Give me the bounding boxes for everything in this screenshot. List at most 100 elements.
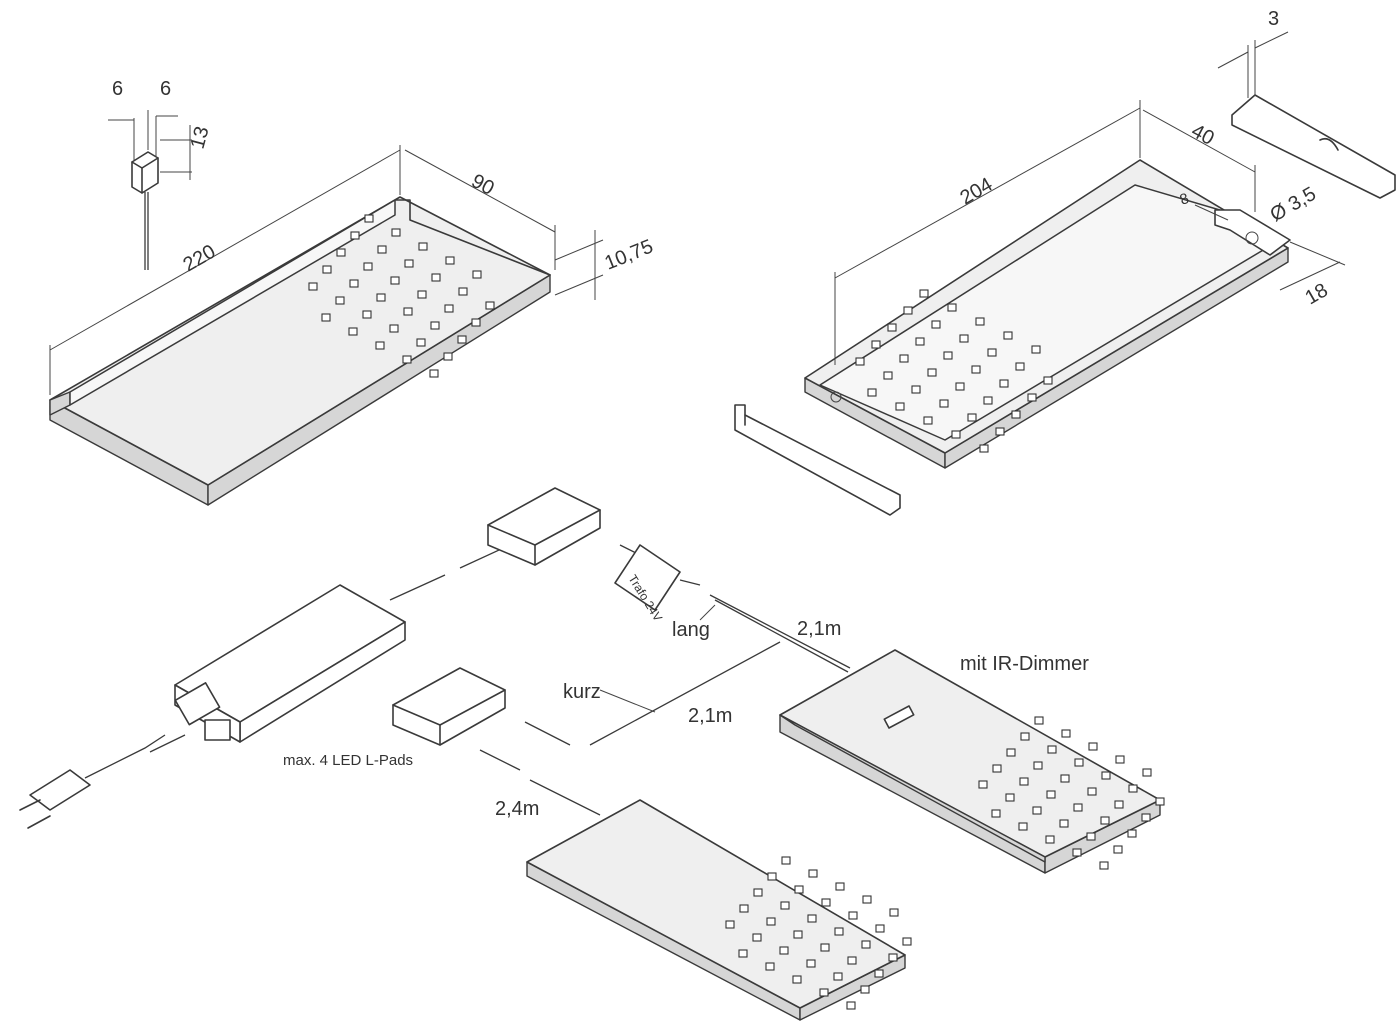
- led-dot: [322, 265, 332, 274]
- led-dot: [391, 228, 401, 237]
- led-dot: [855, 357, 865, 366]
- led-dot: [819, 988, 829, 997]
- transformer-tag: [614, 544, 681, 611]
- led-dot: [1059, 819, 1069, 828]
- led-dot: [846, 1001, 856, 1010]
- led-dot: [364, 214, 374, 223]
- led-dot: [919, 289, 929, 298]
- led-dot: [1034, 716, 1044, 725]
- led-dot: [821, 898, 831, 907]
- led-dot: [363, 262, 373, 271]
- led-dot: [923, 416, 933, 425]
- plug: [19, 734, 166, 829]
- label-max-pads: max. 4 LED L-Pads: [283, 752, 413, 769]
- led-dot: [1015, 362, 1025, 371]
- led-dot: [471, 318, 481, 327]
- power-supply: [174, 584, 406, 743]
- led-dot: [1019, 777, 1029, 786]
- led-dot: [375, 341, 385, 350]
- led-dot: [1047, 745, 1057, 754]
- led-dot: [889, 908, 899, 917]
- led-dot: [875, 924, 885, 933]
- led-dot: [1142, 768, 1152, 777]
- led-dot: [349, 279, 359, 288]
- cables: [149, 544, 851, 816]
- led-dot: [939, 399, 949, 408]
- led-dot: [874, 969, 884, 978]
- dim-clip-width-left: 6: [112, 78, 123, 100]
- led-dot: [472, 270, 482, 279]
- led-dot: [883, 371, 893, 380]
- led-dot: [808, 869, 818, 878]
- led-dot: [350, 231, 360, 240]
- led-dot: [1128, 784, 1138, 793]
- led-dot: [1127, 829, 1137, 838]
- led-dot: [975, 317, 985, 326]
- led-dot: [765, 962, 775, 971]
- led-dot: [999, 379, 1009, 388]
- dimension-lines-right: [834, 100, 1346, 365]
- led-dot: [429, 369, 439, 378]
- led-dot: [888, 953, 898, 962]
- led-dot: [779, 946, 789, 955]
- led-dot: [902, 937, 912, 946]
- dim-edge-depth: 18: [1302, 279, 1332, 309]
- pad-with-ir-dimmer: [779, 649, 1165, 874]
- label-length-third: 2,4m: [495, 798, 539, 820]
- led-dot: [1006, 748, 1016, 757]
- led-dot: [443, 352, 453, 361]
- led-dot: [445, 256, 455, 265]
- led-dot: [991, 809, 1001, 818]
- led-grid-left: [308, 214, 495, 378]
- led-dot: [1088, 742, 1098, 751]
- led-dot: [1043, 376, 1053, 385]
- led-dot: [377, 245, 387, 254]
- led-dot: [321, 313, 331, 322]
- led-dot: [1087, 787, 1097, 796]
- pad-bottom: [526, 799, 912, 1021]
- led-dot: [389, 324, 399, 333]
- led-dot: [947, 303, 957, 312]
- led-dot: [458, 287, 468, 296]
- led-dot: [1155, 797, 1165, 806]
- led-dot: [955, 382, 965, 391]
- led-grid-right-top: [855, 289, 1053, 453]
- led-dot: [390, 276, 400, 285]
- led-dot: [738, 949, 748, 958]
- led-dot: [847, 956, 857, 965]
- led-dot: [1101, 771, 1111, 780]
- led-dot: [1113, 845, 1123, 854]
- led-dot: [753, 888, 763, 897]
- led-dot: [820, 943, 830, 952]
- led-grid-dimmer-pad: [978, 716, 1165, 870]
- led-dot: [1115, 755, 1125, 764]
- led-dot: [895, 402, 905, 411]
- led-dot: [1141, 813, 1151, 822]
- dim-pad-thickness: 10,75: [602, 235, 657, 274]
- dim-pad-width: 90: [468, 170, 498, 200]
- led-dot: [725, 920, 735, 929]
- led-dot: [1072, 848, 1082, 857]
- end-cap-bottom: [734, 404, 901, 516]
- led-dot: [995, 427, 1005, 436]
- led-dot: [444, 304, 454, 313]
- led-dot: [767, 872, 777, 881]
- led-dot: [967, 413, 977, 422]
- led-dot: [1100, 816, 1110, 825]
- led-dot: [899, 354, 909, 363]
- led-dot: [992, 764, 1002, 773]
- led-dot: [792, 975, 802, 984]
- led-dot: [1020, 732, 1030, 741]
- led-dot: [335, 296, 345, 305]
- led-dot: [793, 930, 803, 939]
- led-dot: [987, 348, 997, 357]
- led-dot: [485, 301, 495, 310]
- led-dot: [402, 355, 412, 364]
- label-cable-long: lang: [672, 619, 710, 641]
- dimension-lines-left: [49, 145, 604, 395]
- led-dot: [1099, 861, 1109, 870]
- led-dot: [860, 985, 870, 994]
- led-dot: [404, 259, 414, 268]
- led-dot: [951, 430, 961, 439]
- led-dot: [978, 780, 988, 789]
